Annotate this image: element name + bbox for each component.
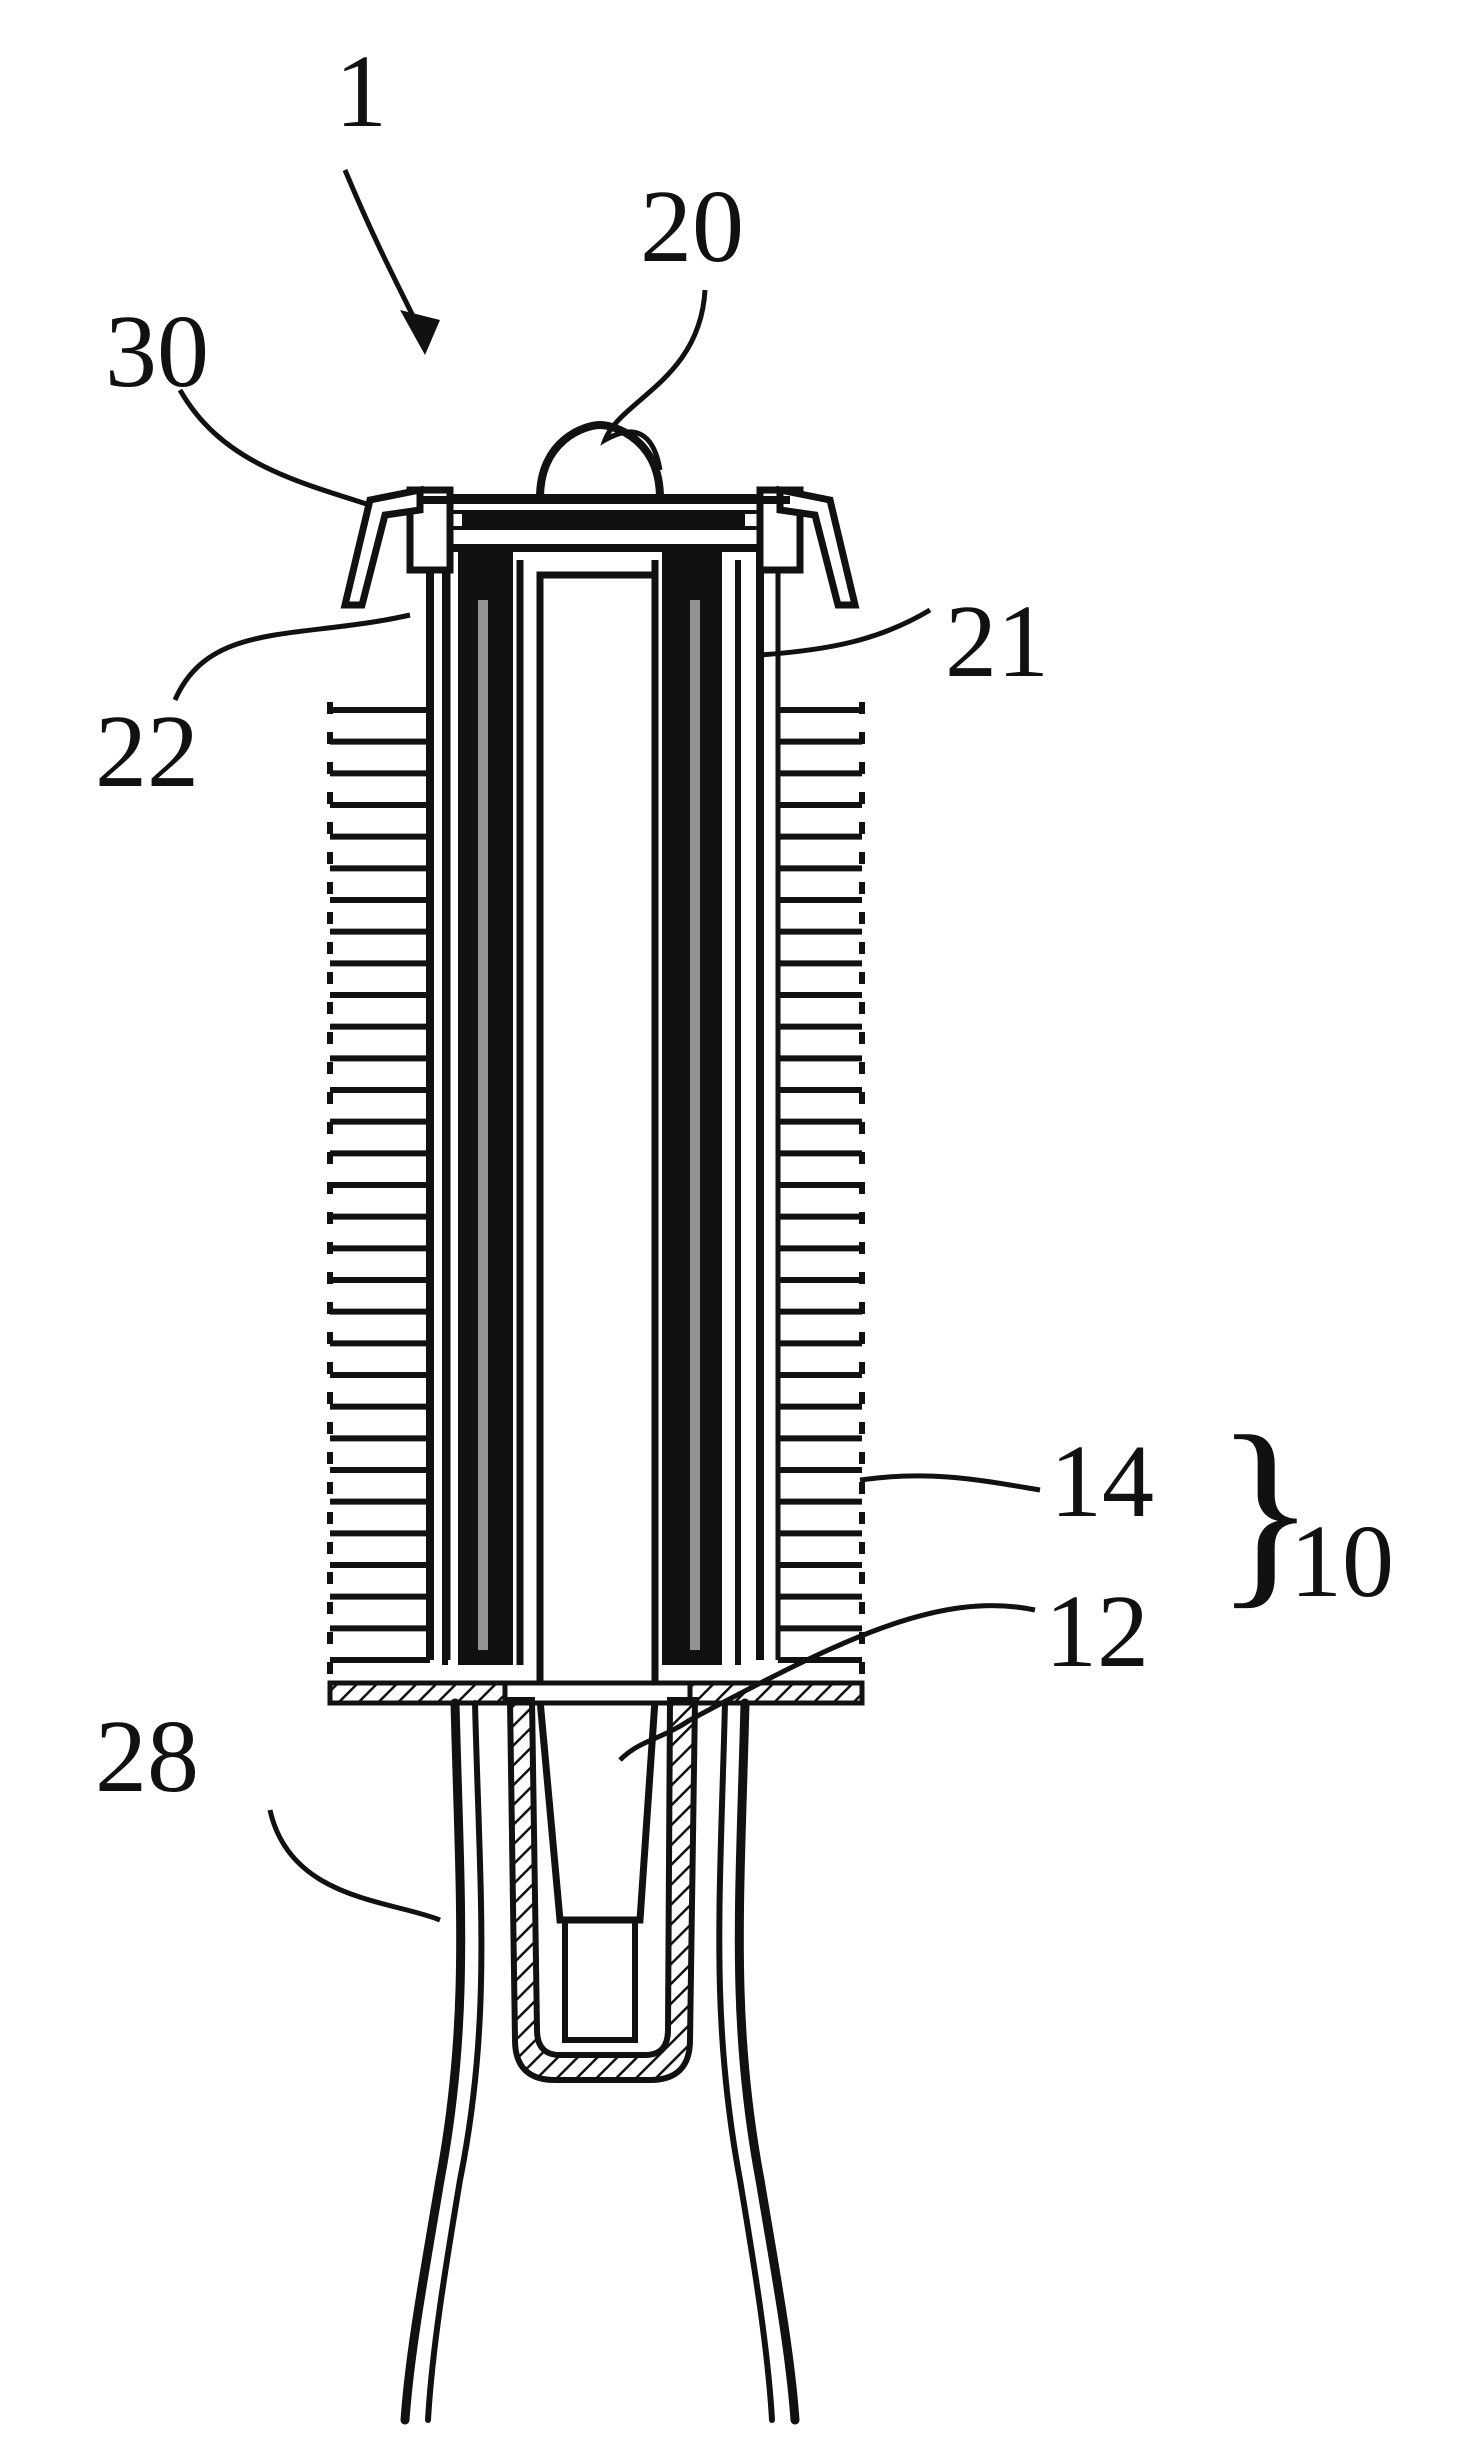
label-22: 22 bbox=[95, 700, 199, 804]
base-plate bbox=[330, 1683, 862, 1703]
leader-21 bbox=[760, 610, 930, 655]
leader-1 bbox=[345, 170, 415, 320]
label-21: 21 bbox=[945, 590, 1049, 694]
label-30: 30 bbox=[105, 300, 209, 404]
label-20: 20 bbox=[640, 175, 744, 279]
heat-fins-left bbox=[330, 702, 430, 1680]
leader-28 bbox=[270, 1810, 440, 1920]
label-10: 10 bbox=[1290, 1510, 1394, 1614]
heat-fins-right bbox=[778, 702, 862, 1680]
leader-14 bbox=[860, 1476, 1040, 1490]
label-14: 14 bbox=[1050, 1430, 1154, 1534]
arrow-head-1 bbox=[400, 310, 440, 355]
specimen-tube bbox=[540, 575, 655, 1920]
label-1: 1 bbox=[335, 40, 387, 144]
tube-tip bbox=[565, 1920, 635, 2040]
label-12: 12 bbox=[1045, 1580, 1149, 1684]
leader-22 bbox=[175, 615, 410, 700]
label-28: 28 bbox=[95, 1705, 199, 1809]
